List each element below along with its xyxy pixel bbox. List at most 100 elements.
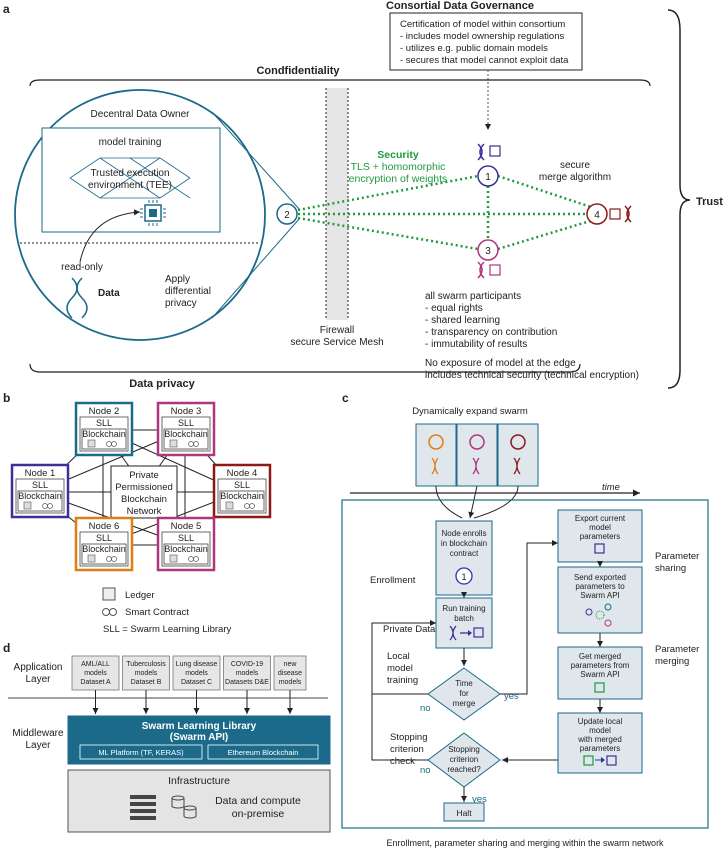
- send-3: Swarm API: [580, 591, 620, 600]
- no-exposure-1: No exposure of model at the edge: [425, 358, 576, 369]
- export-2: model: [589, 523, 611, 532]
- export-1: Export current: [575, 514, 626, 523]
- ledger-icon: [23, 501, 32, 510]
- security-title: Security: [377, 149, 419, 161]
- node-name: Node 1: [25, 468, 56, 479]
- node-3-circle: [477, 239, 499, 261]
- node-blockchain: Blockchain: [18, 491, 62, 501]
- run-training-box: [435, 597, 493, 649]
- merge-q-3: merge: [453, 699, 476, 708]
- panel-label-d: d: [3, 641, 10, 655]
- get-1: Get merged: [579, 652, 621, 661]
- local-model-2: model: [387, 663, 413, 674]
- node-3-number: 3: [485, 246, 491, 257]
- dp-line-1: Apply: [165, 274, 190, 285]
- update-4: parameters: [580, 744, 620, 753]
- node-2-number: 2: [284, 210, 290, 221]
- data-label: Data: [98, 288, 120, 299]
- enrollment-label: Enrollment: [370, 575, 416, 586]
- enroll-number: 1: [461, 572, 466, 582]
- panel-label-a: a: [3, 2, 10, 16]
- legend-contract: Smart Contract: [125, 607, 189, 618]
- app-box-line: AML/ALL: [81, 661, 110, 668]
- export-3: parameters: [580, 532, 620, 541]
- update-box: [557, 712, 643, 774]
- halt-box: [443, 802, 485, 822]
- model-training-label: model training: [99, 137, 162, 148]
- node-1-circle: [477, 165, 499, 187]
- smart-contract-icon: [102, 608, 117, 616]
- no-loop-path: [371, 620, 436, 695]
- app-box-line: Dataset A: [80, 679, 111, 686]
- app-box-line: models: [236, 670, 259, 677]
- ethereum-box: [207, 744, 319, 760]
- network-line-1: Private: [129, 470, 159, 481]
- ledger-icon: [87, 554, 96, 563]
- send-box: [557, 566, 643, 634]
- panel-a: a Consortial Data Governance Certificati…: [3, 0, 723, 390]
- consortial-title: Consortial Data Governance: [386, 0, 534, 12]
- confidentiality-brace: [29, 79, 651, 87]
- app-box-line: disease: [278, 670, 302, 677]
- server-icon: [130, 795, 156, 820]
- get-3: Swarm API: [580, 670, 620, 679]
- stop-q-2: criterion: [450, 755, 478, 764]
- smart-contract-icon: [249, 503, 255, 509]
- panel-b: b Private Permissioned Blockchain Networ…: [3, 391, 272, 635]
- param-merging-2: merging: [655, 656, 689, 667]
- app-box-frame: [172, 655, 221, 691]
- new-participants: [415, 423, 539, 487]
- app-box-line: Datasets D&E: [225, 679, 269, 686]
- participants-2: - shared learning: [425, 315, 500, 326]
- panel-label-c: c: [342, 391, 349, 405]
- consortial-line-4: - secures that model cannot exploit data: [400, 55, 569, 66]
- update-icon: [583, 755, 617, 766]
- stop-q-3: reached?: [447, 765, 481, 774]
- private-data-label: Private Data: [383, 624, 436, 635]
- time-for-merge-diamond: [427, 667, 501, 721]
- sll-title-1: Swarm Learning Library: [142, 721, 257, 732]
- security-sub-1: TLS + homomorphic: [351, 161, 446, 173]
- panel-label-b: b: [3, 391, 10, 405]
- app-box-line: Dataset C: [181, 679, 212, 686]
- node-name: Node 6: [89, 521, 120, 532]
- panel-c: c Dynamically expand swarm time Node enr…: [341, 391, 709, 848]
- ml-platform-label: ML Platform (TF, KERAS): [98, 748, 184, 757]
- node-sll: SLL: [96, 418, 112, 428]
- decentral-owner-label: Decentral Data Owner: [91, 109, 191, 120]
- enroll-line-2: in blockchain: [441, 539, 487, 548]
- get-2: parameters from: [571, 661, 630, 670]
- no-label: no: [420, 703, 431, 714]
- swarm-share-icon: [585, 603, 612, 627]
- param-sharing-2: sharing: [655, 563, 686, 574]
- smart-contract-icon: [111, 556, 117, 562]
- ml-platform-box: [79, 744, 203, 760]
- update-3: with merged: [577, 735, 622, 744]
- confidentiality-label: Condfidentiality: [256, 65, 340, 77]
- node-blockchain: Blockchain: [82, 429, 126, 439]
- infra-text-2: on-premise: [232, 808, 285, 820]
- consortial-box: [389, 12, 583, 71]
- panel-d: d Application Layer AML/ALLmodelsDataset…: [3, 641, 331, 833]
- app-box-line: models: [135, 670, 158, 677]
- secure-merge-2: merge algorithm: [539, 172, 611, 183]
- node-blockchain: Blockchain: [164, 544, 208, 554]
- read-only-arrow: [79, 209, 141, 263]
- tee-line-2: environment (TEE): [88, 180, 172, 191]
- app-box-frame: [273, 655, 307, 691]
- enroll-node-circle: [455, 567, 473, 585]
- app-layer-2: Layer: [25, 674, 51, 685]
- export-chip-icon: [594, 543, 605, 554]
- app-box-line: COVID-19: [231, 661, 263, 668]
- node-blockchain: Blockchain: [164, 429, 208, 439]
- trust-brace: [667, 9, 691, 389]
